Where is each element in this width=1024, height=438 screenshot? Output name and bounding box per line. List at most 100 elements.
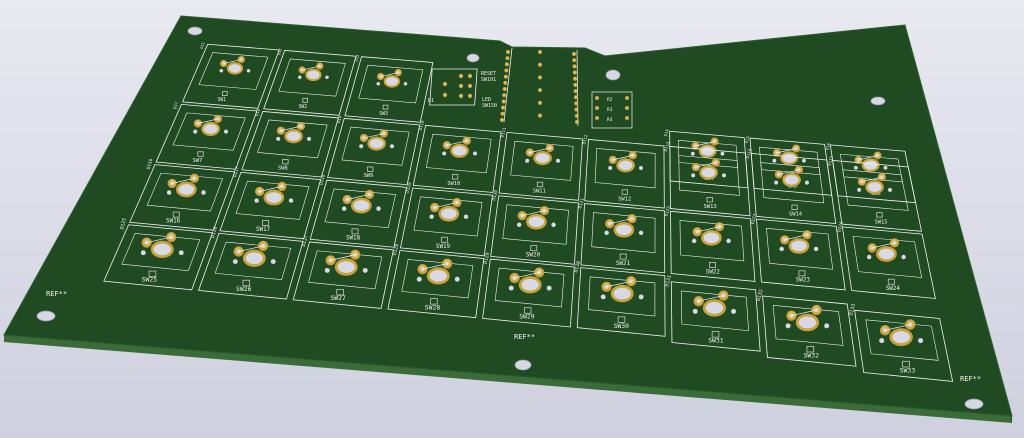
switch-side-hole — [638, 230, 644, 236]
switch-side-hole — [166, 190, 172, 195]
header-pin-pad — [502, 93, 507, 98]
switch-ref-label: SW12 — [618, 196, 631, 202]
switch-ref-label: SW27 — [330, 294, 346, 302]
switch-ref-label: SW1 — [217, 97, 226, 103]
switch-trace — [529, 147, 550, 153]
switch-ref-label: SW11 — [533, 189, 546, 195]
diode-ref-label: D11 — [200, 42, 206, 49]
diode-footprint — [148, 270, 157, 278]
switch-side-hole — [516, 222, 522, 227]
diode-footprint — [621, 189, 628, 195]
header-pin-pad — [573, 88, 578, 94]
header-pin-pad — [573, 95, 579, 100]
diode-footprint — [902, 360, 910, 368]
switch-pin-hole — [318, 64, 322, 68]
switch-pin-hole — [782, 238, 787, 242]
diode-ref-label: D125 — [119, 217, 128, 230]
switch-ref-label: SW20 — [526, 252, 541, 258]
switch-pin-hole — [694, 165, 698, 169]
switch-pin-hole — [693, 144, 697, 148]
switch-center-hole — [698, 144, 717, 158]
switch-ref-label: SW26 — [236, 285, 252, 293]
switch-trace — [223, 59, 242, 64]
switch-side-hole — [690, 151, 695, 156]
switch-side-hole — [201, 190, 206, 195]
diode-footprint — [382, 104, 389, 110]
header-pin-pad — [505, 56, 510, 61]
switch-ref-label: SW23 — [796, 278, 811, 284]
header-pin-pad — [500, 111, 505, 116]
switch-side-hole — [224, 129, 229, 134]
diode-footprint — [791, 204, 798, 210]
switch-center-hole — [438, 205, 460, 222]
switch-inner-outline — [358, 64, 424, 104]
switch-center-hole — [876, 246, 897, 262]
switch-trace — [380, 72, 399, 77]
switch-side-hole — [600, 294, 606, 300]
switch-outline — [832, 160, 923, 232]
header-pin-pad — [537, 49, 543, 55]
switch-ref-label: SW8 — [278, 165, 288, 171]
switch-ref-label: SW19 — [436, 244, 451, 250]
ref-label-bottom: REF** — [514, 333, 535, 341]
switch-inner-outline — [278, 58, 346, 97]
switch-side-hole — [232, 259, 238, 265]
switch-side-hole — [824, 323, 830, 329]
switch-outline — [387, 250, 485, 319]
switch-outline — [155, 103, 258, 170]
switch-outline — [669, 146, 751, 217]
diode-ref-label: D117 — [232, 166, 241, 178]
switch-outline — [490, 195, 579, 265]
switch-pin-hole — [520, 213, 524, 218]
ref-label-left: REF** — [46, 290, 67, 298]
board-surface — [3, 15, 1013, 417]
diode-footprint — [336, 288, 344, 296]
switch-side-hole — [390, 144, 395, 149]
switch-side-hole — [288, 198, 294, 203]
switch-ref-label: SW9 — [363, 173, 373, 179]
switch-trace — [259, 186, 283, 192]
diode-ref-label: D15 — [744, 135, 751, 144]
diode-footprint — [530, 245, 538, 252]
switch-side-hole — [866, 254, 872, 260]
switch-side-hole — [857, 187, 862, 192]
switch-outline — [241, 110, 339, 178]
diode-ref-label: D113 — [663, 141, 671, 152]
switch-outline — [498, 132, 583, 201]
header-pin-pad — [574, 119, 580, 125]
switch-side-hole — [604, 230, 609, 236]
switch-side-hole — [254, 198, 259, 203]
switch-side-hole — [556, 158, 560, 163]
diode-footprint — [523, 307, 532, 314]
header-pin-pad — [574, 101, 579, 106]
switch-inner-outline — [413, 196, 483, 237]
header-pin-pad — [504, 62, 510, 67]
header-pin-pad — [503, 74, 508, 79]
switch-ref-label: SW32 — [804, 352, 820, 360]
switch-ref-label: SW33 — [900, 367, 916, 375]
switch-center-hole — [150, 240, 174, 259]
switch-center-hole — [383, 75, 401, 88]
switch-side-hole — [325, 75, 329, 80]
switch-inner-outline — [235, 180, 310, 220]
diode-ref-label: D127 — [301, 235, 310, 248]
header-pin-pad — [574, 107, 579, 112]
reset-led-area: RESET SW101 LED SW150 R1 — [428, 68, 497, 109]
switch-trace — [330, 254, 356, 261]
switch-side-hole — [726, 238, 731, 244]
switch-outline — [198, 232, 304, 300]
switch-trace — [422, 263, 448, 270]
switch-outline — [103, 224, 214, 291]
switch-outline — [292, 241, 394, 309]
switch-center-hole — [889, 328, 913, 347]
